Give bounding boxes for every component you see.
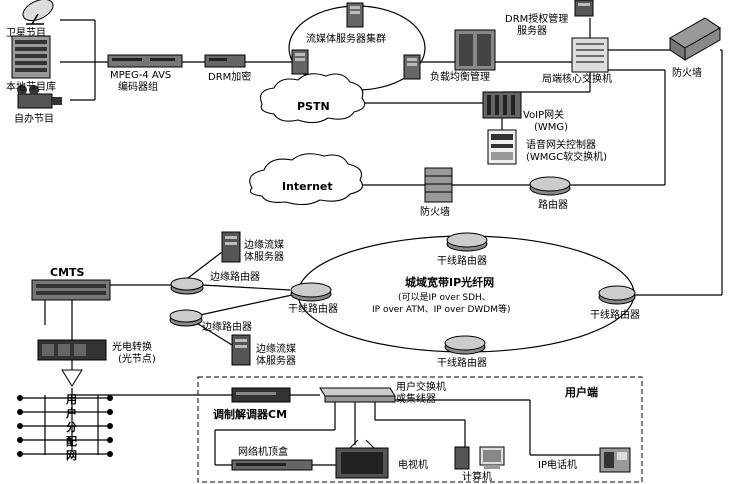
cmts-icon <box>31 279 111 301</box>
local-library-label: 本地节目库 <box>6 80 56 93</box>
voice-ctrl-label-2: (WMGC软交换机) <box>526 150 607 163</box>
router-icon <box>446 232 488 252</box>
user-switch-label-1: 用户交换机 <box>396 380 446 393</box>
user-switch-label-2: 或集线器 <box>396 392 436 405</box>
router-icon <box>529 176 571 196</box>
user-distribution-char-5: 网 <box>66 449 77 462</box>
encoder-label-1: MPEG-4 AVS <box>110 70 171 81</box>
edge-router-top-label: 边缘路由器 <box>210 270 260 283</box>
edge-router-bottom-label: 边缘路由器 <box>202 320 252 333</box>
drm-server-icon <box>574 0 594 17</box>
voice-controller-icon <box>487 129 517 165</box>
computer-icon <box>454 446 505 470</box>
self-program-label: 自办节目 <box>14 112 54 125</box>
edge-server-icon <box>221 231 241 263</box>
satellite-label: 卫星节目 <box>6 27 46 39</box>
drm-encrypt-icon <box>204 54 246 68</box>
tv-icon <box>335 439 389 479</box>
user-distribution-char-2: 户 <box>66 406 77 420</box>
voip-label-1: VoIP网关 <box>523 108 564 121</box>
drm-server-label-1: DRM授权管理 <box>505 12 568 25</box>
firewall-mid-label: 防火墙 <box>420 205 450 218</box>
voip-gateway-icon <box>482 91 522 119</box>
computer-label: 计算机 <box>462 470 492 483</box>
user-end-label: 用户端 <box>565 385 598 399</box>
settop-label: 网络机顶盒 <box>238 445 288 458</box>
backbone-left-label: 干线路由器 <box>288 302 338 315</box>
edge-server-top-label-2: 体服务器 <box>244 250 284 263</box>
splitter-icon <box>61 365 83 387</box>
video-camera-icon <box>17 85 62 109</box>
firewall-icon <box>424 167 453 203</box>
router-icon <box>169 309 203 327</box>
cmts-label: CMTS <box>50 266 85 279</box>
settop-box-icon <box>231 459 313 471</box>
tv-label: 电视机 <box>398 458 428 471</box>
edge-server-top-label-1: 边缘流媒 <box>244 238 284 251</box>
satellite-dish-icon <box>22 0 54 25</box>
router-icon <box>598 285 636 305</box>
metro-label-2: (可以是IP over SDH、 <box>398 292 491 303</box>
voice-ctrl-label-1: 语音网关控制器 <box>526 138 596 151</box>
connections <box>44 18 723 466</box>
firewall-top-label: 防火墙 <box>672 66 702 79</box>
router-icon <box>444 335 486 355</box>
metro-label-1: 城域宽带IP光纤网 <box>405 275 494 289</box>
core-switch-icon <box>571 37 609 73</box>
edge-server-icon <box>231 334 251 366</box>
user-distribution-char-4: 配 <box>66 434 77 448</box>
backbone-bottom-label: 干线路由器 <box>437 356 487 369</box>
router-label: 路由器 <box>538 198 568 211</box>
user-distribution-char-1: 用 <box>66 393 77 406</box>
core-switch-label: 局端核心交换机 <box>542 72 612 85</box>
user-end-box <box>197 376 643 483</box>
ip-phone-icon <box>599 447 631 473</box>
voip-label-2: (WMG) <box>534 122 568 133</box>
ip-phone-label: IP电话机 <box>538 458 577 471</box>
backbone-top-label: 干线路由器 <box>437 254 487 267</box>
user-distribution-char-3: 分 <box>66 420 77 434</box>
metro-label-3: IP over ATM、IP over DWDM等) <box>372 303 511 315</box>
user-switch-icon <box>319 387 396 403</box>
optical-label-1: 光电转换 <box>112 340 152 353</box>
load-balancer-icon <box>454 29 496 71</box>
encoder-label-2: 编码器组 <box>118 80 158 93</box>
optical-label-2: (光节点) <box>118 352 156 365</box>
pstn-cloud <box>259 73 366 124</box>
stream-server-icon <box>346 2 364 28</box>
modem-label: 调制解调器CM <box>213 407 287 421</box>
stream-cluster-label: 流媒体服务器集群 <box>306 32 386 45</box>
edge-server-bottom-label-2: 体服务器 <box>256 354 296 367</box>
edge-server-bottom-label-1: 边缘流媒 <box>256 342 296 355</box>
load-balance-label: 负载均衡管理 <box>430 70 490 83</box>
drm-server-label-2: 服务器 <box>517 24 547 37</box>
labels: 卫星节目 本地节目库 自办节目 MPEG-4 AVS 编码器组 DRM加密 流媒… <box>6 12 702 483</box>
stream-server-icon <box>291 49 309 75</box>
internet-cloud <box>249 153 363 206</box>
library-rack-icon <box>11 35 51 79</box>
backbone-right-label: 干线路由器 <box>590 308 640 321</box>
cable-modem-icon <box>231 387 291 403</box>
internet-label: Internet <box>282 180 333 193</box>
distribution-branches <box>17 395 113 457</box>
optical-converter-icon <box>37 339 107 361</box>
pstn-label: PSTN <box>297 100 330 113</box>
stream-server-icon <box>403 54 421 80</box>
firewall-icon <box>669 17 721 61</box>
router-icon <box>170 277 204 295</box>
encoder-icon <box>107 54 183 68</box>
router-icon <box>290 282 332 302</box>
drm-encrypt-label: DRM加密 <box>208 70 251 83</box>
